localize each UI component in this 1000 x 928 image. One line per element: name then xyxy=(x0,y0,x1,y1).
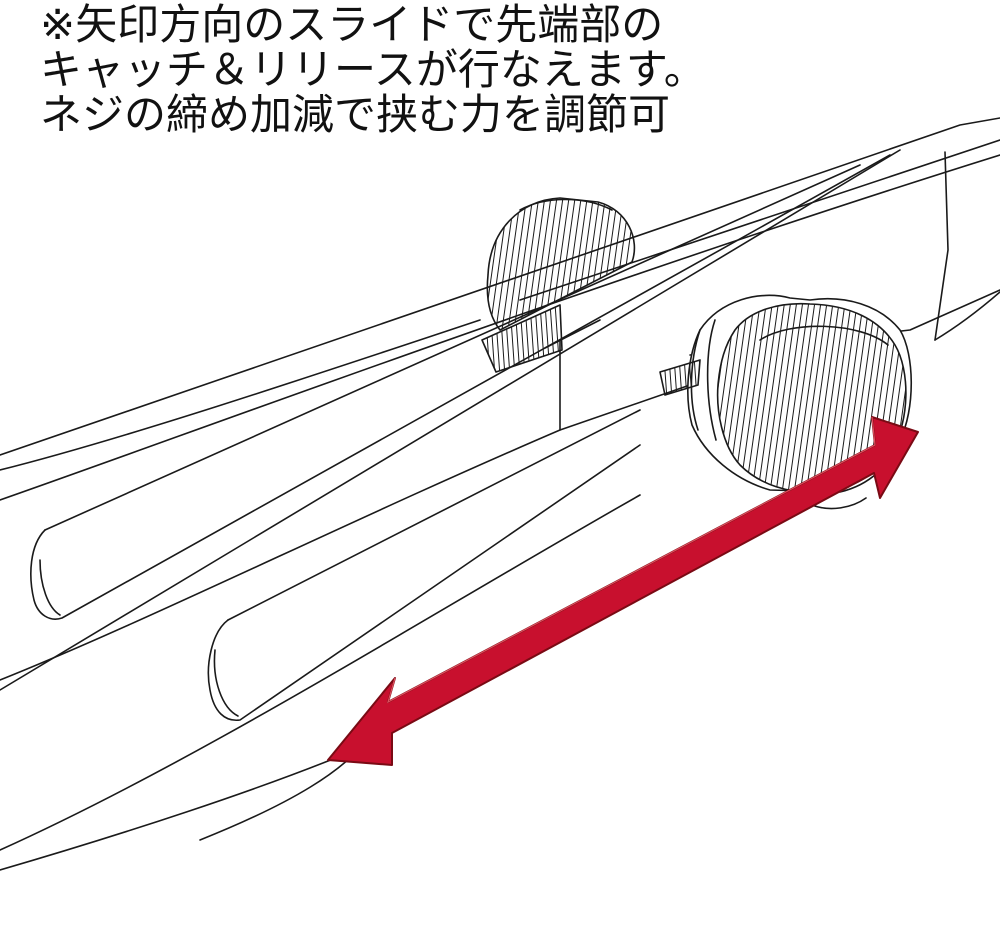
upper-arm xyxy=(0,117,1000,501)
caption-line-2: キャッチ＆リリースが行なえます。 xyxy=(40,45,706,94)
caption-line-1: ※矢印方向のスライドで先端部の xyxy=(40,0,664,49)
left-arm xyxy=(30,154,891,620)
lower-body xyxy=(0,289,1000,871)
back-knob xyxy=(481,197,636,373)
front-knob xyxy=(659,294,912,510)
slide-direction-arrow xyxy=(327,416,919,766)
right-arm xyxy=(0,149,901,721)
caption-line-3: ネジの締め加減で挟む力を調節可 xyxy=(40,90,671,139)
caption: ※矢印方向のスライドで先端部の キャッチ＆リリースが行なえます。 ネジの締め加減… xyxy=(40,2,706,137)
